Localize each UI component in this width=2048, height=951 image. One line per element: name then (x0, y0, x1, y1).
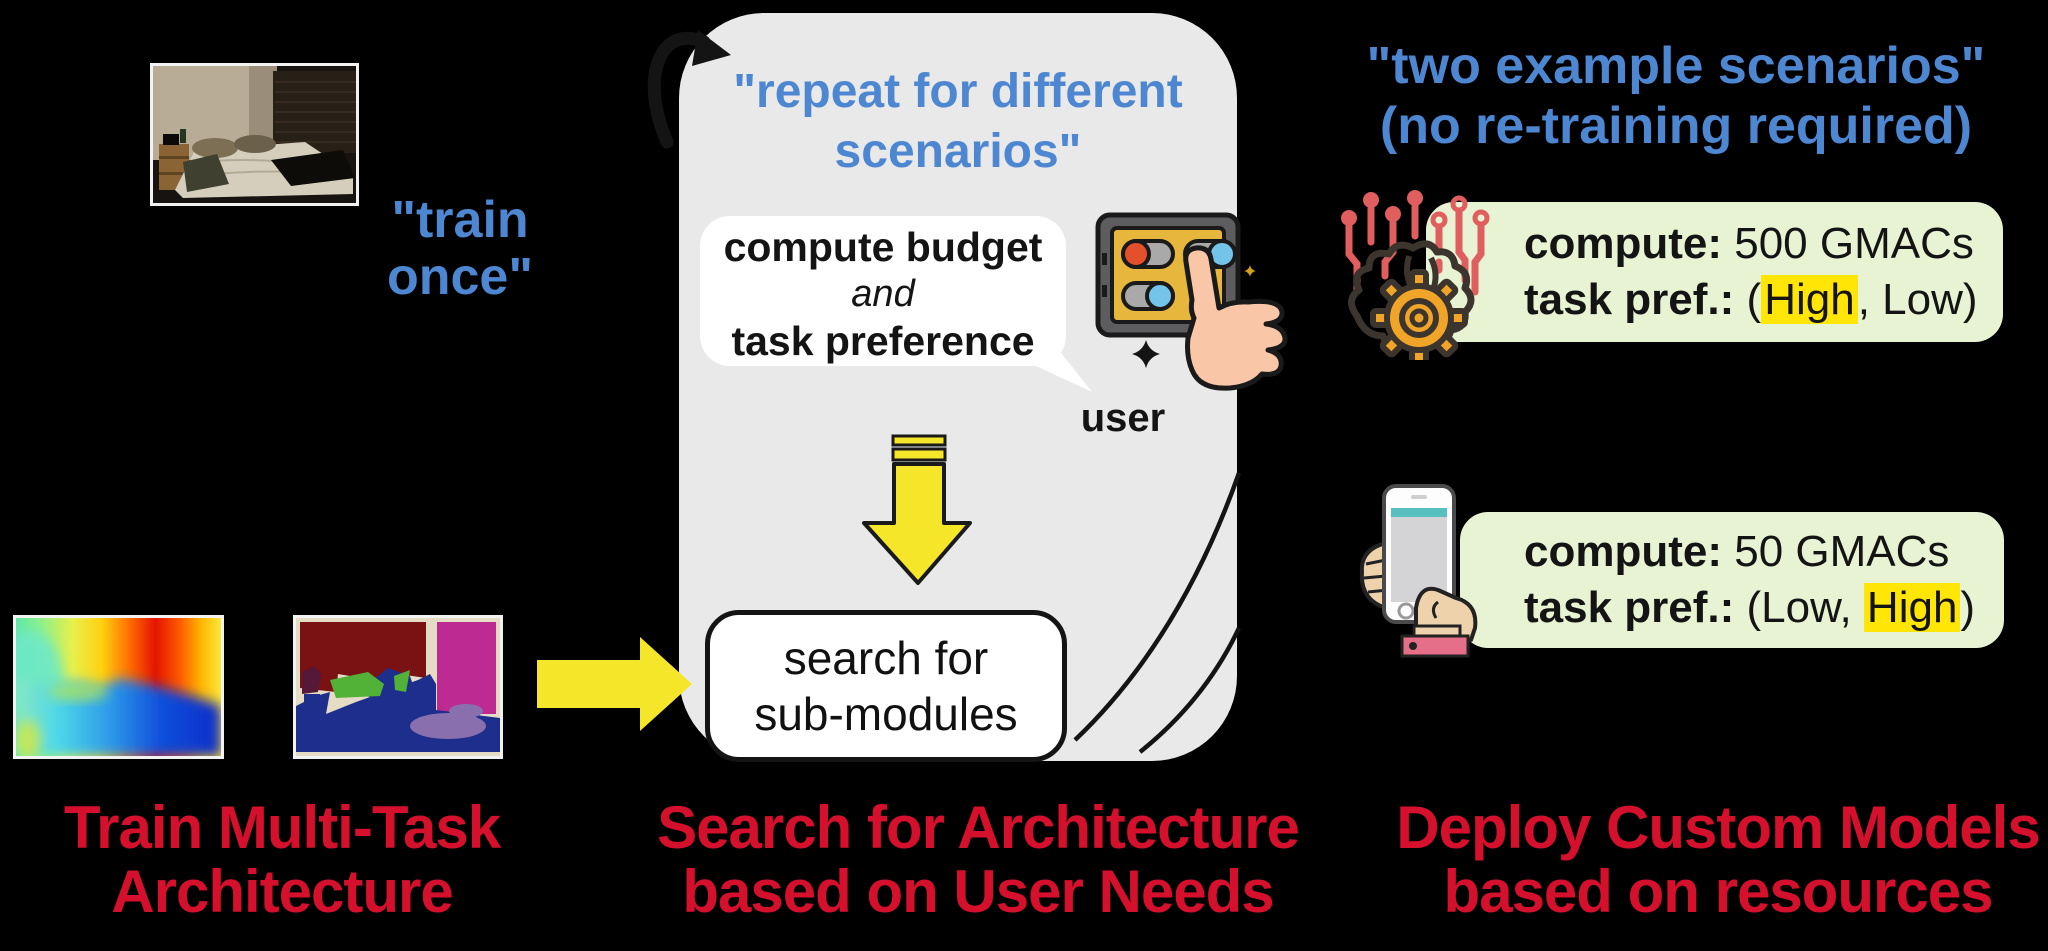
scenario1-pref-post: , Low) (1857, 275, 1978, 324)
scenario2-compute-label: compute: (1524, 527, 1722, 576)
caption-search-architecture: Search for Architecture based on User Ne… (618, 796, 1338, 924)
ai-brain-gear-icon (1341, 190, 1490, 360)
search-sub-modules-box: search for sub-modules (705, 610, 1067, 762)
caption-deploy-line2: based on resources (1443, 858, 1994, 925)
caption-search-line1: Search for Architecture (657, 794, 1300, 861)
caption-deploy-models: Deploy Custom Models based on resources (1388, 796, 2048, 924)
depth-map (13, 615, 224, 759)
loop-arrow-icon (647, 30, 731, 149)
search-line1: search for (783, 632, 989, 684)
scenario2-compute-value: 50 GMACs (1722, 527, 1950, 576)
scenario1-compute-label: compute: (1524, 219, 1722, 268)
sparkle-icon (1132, 340, 1160, 368)
scenario1-box: compute: 500 GMACs task pref.: (High, Lo… (1426, 202, 2003, 342)
bubble-line3: task preference (731, 318, 1035, 364)
repeat-header-line2: scenarios" (834, 125, 1082, 178)
two-scenarios-line2: (no re-training required) (1379, 97, 1973, 155)
two-scenarios-line1: "two example scenarios" (1366, 37, 1986, 95)
right-arrow-icon (537, 637, 692, 731)
scenario2-line1: compute: 50 GMACs (1524, 524, 2004, 580)
train-once-line1: "train (391, 191, 529, 249)
bedroom-photo (150, 63, 359, 206)
bubble-line2: and (851, 273, 915, 315)
scenario2-pref-pre: (Low, (1734, 583, 1864, 632)
caption-train-multitask: Train Multi-Task Architecture (12, 796, 552, 924)
gear-icon (1370, 269, 1468, 360)
callout-curves (1073, 472, 1242, 754)
speech-bubble (700, 216, 1066, 366)
caption-train-line2: Architecture (111, 858, 453, 925)
scenario1-pref-highlight: High (1761, 275, 1858, 324)
train-once-label: "train once" (330, 192, 590, 306)
repeat-header: "repeat for different scenarios" (686, 62, 1230, 182)
scenario1-line1: compute: 500 GMACs (1524, 216, 2003, 272)
pointing-hand-icon (1183, 245, 1288, 391)
scenario2-pref-highlight: High (1863, 583, 1961, 632)
down-arrow-icon (862, 434, 972, 585)
scenario2-box: compute: 50 GMACs task pref.: (Low, High… (1460, 512, 2004, 648)
scenario1-line2: task pref.: (High, Low) (1524, 272, 2003, 328)
control-panel-icon (1095, 212, 1288, 391)
caption-deploy-line1: Deploy Custom Models (1396, 794, 2040, 861)
scenario1-pref-label: task pref.: (1524, 275, 1735, 324)
segmentation-map (293, 615, 503, 759)
speech-bubble-text: compute budget and task preference (700, 224, 1066, 365)
scenario2-pref-post: ) (1960, 583, 1976, 632)
caption-train-line1: Train Multi-Task (63, 794, 501, 861)
depth-map-image (16, 618, 221, 756)
bubble-line1: compute budget (723, 224, 1043, 270)
scenario2-line2: task pref.: (Low, High) (1524, 580, 2004, 636)
two-scenarios-header: "two example scenarios" (no re-training … (1352, 36, 2000, 156)
caption-search-line2: based on User Needs (682, 858, 1274, 925)
user-label: user (1080, 396, 1166, 440)
small-gold-sparkle-icon (1244, 265, 1256, 277)
train-once-line2: once" (386, 248, 534, 306)
segmentation-map-image (296, 618, 500, 756)
hand-holding-phone-icon (1359, 484, 1478, 658)
search-line2: sub-modules (754, 688, 1018, 740)
bedroom-photo-image (153, 66, 356, 203)
repeat-header-line1: "repeat for different (733, 65, 1183, 118)
scenario1-pref-pre: ( (1734, 275, 1762, 324)
scenario2-pref-label: task pref.: (1524, 583, 1735, 632)
scenario1-compute-value: 500 GMACs (1722, 219, 1974, 268)
search-box-text: search for sub-modules (754, 630, 1017, 742)
